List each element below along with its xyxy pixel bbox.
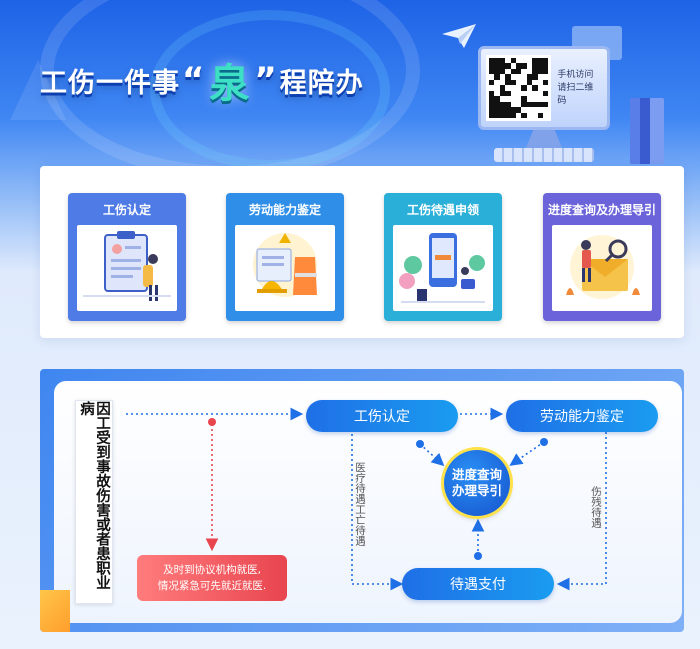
- node-label: 待遇支付: [450, 577, 506, 593]
- title-text-pre: 工伤一件事: [40, 67, 180, 99]
- monitor-stand: [526, 130, 562, 148]
- decor-arrow: [10, 60, 66, 120]
- books-icon: [630, 98, 664, 164]
- banner: 工伤一件事 “ 泉 ” 程陪办 手机访问 请扫二维码: [0, 0, 700, 170]
- node-injury-recognition[interactable]: 工伤认定: [306, 400, 458, 432]
- qr-hint-line2: 请扫二维码: [557, 82, 594, 106]
- node-label: 工伤认定: [354, 409, 410, 425]
- card-progress-query[interactable]: 进度查询及办理导引: [543, 193, 661, 321]
- right-branch-label: 伤残待遇: [590, 486, 602, 528]
- keyboard-icon: [494, 148, 594, 162]
- qr-hint-line1: 手机访问: [557, 69, 594, 80]
- card-title: 工伤待遇申领: [406, 202, 479, 217]
- card-title: 工伤认定: [102, 202, 151, 217]
- medical-note-line1: 及时到协议机构就医,: [163, 564, 261, 576]
- title-highlight: 泉: [209, 61, 251, 107]
- magnifier-envelope-icon: [552, 225, 652, 311]
- clipboard-icon: [77, 225, 177, 311]
- qr-monitor: 手机访问 请扫二维码: [478, 46, 610, 130]
- decor-corner: [40, 590, 70, 632]
- page-title: 工伤一件事 “ 泉 ” 程陪办: [40, 60, 364, 107]
- center-line1: 进度查询: [451, 467, 502, 482]
- safety-helmet-icon: [235, 225, 335, 311]
- card-title: 进度查询及办理导引: [547, 202, 656, 217]
- phone-payment-icon: [393, 225, 493, 311]
- center-line2: 办理导引: [451, 483, 502, 498]
- card-benefit-claim[interactable]: 工伤待遇申领: [384, 193, 502, 321]
- card-title: 劳动能力鉴定: [248, 202, 321, 217]
- node-label: 劳动能力鉴定: [540, 409, 624, 425]
- title-text-post: 程陪办: [279, 67, 364, 99]
- qr-code[interactable]: [486, 55, 552, 121]
- paper-plane-icon: [442, 24, 476, 48]
- title-quote-open: “: [182, 60, 206, 100]
- progress-guide-button[interactable]: 进度查询 办理导引: [444, 450, 510, 516]
- node-ability-appraisal[interactable]: 劳动能力鉴定: [506, 400, 658, 432]
- medical-note: 及时到协议机构就医, 情况紧急可先就近就医.: [137, 555, 287, 601]
- left-branch-label: 医疗待遇工亡待遇: [354, 462, 366, 546]
- origin-label: 因工受到事故伤害或者患职业病: [75, 400, 113, 604]
- node-benefit-payment[interactable]: 待遇支付: [402, 568, 554, 600]
- card-ability-appraisal[interactable]: 劳动能力鉴定: [226, 193, 344, 321]
- origin-label-text: 因工受到事故伤害或者患职业病: [78, 401, 110, 590]
- service-cards-panel: 工伤认定 劳动能力鉴定: [40, 166, 684, 338]
- title-quote-close: ”: [254, 60, 278, 100]
- medical-note-line2: 情况紧急可先就近就医.: [157, 580, 267, 592]
- decor-swirl-inner: [150, 10, 390, 170]
- qr-hint: 手机访问 请扫二维码: [557, 69, 602, 108]
- card-injury-recognition[interactable]: 工伤认定: [68, 193, 186, 321]
